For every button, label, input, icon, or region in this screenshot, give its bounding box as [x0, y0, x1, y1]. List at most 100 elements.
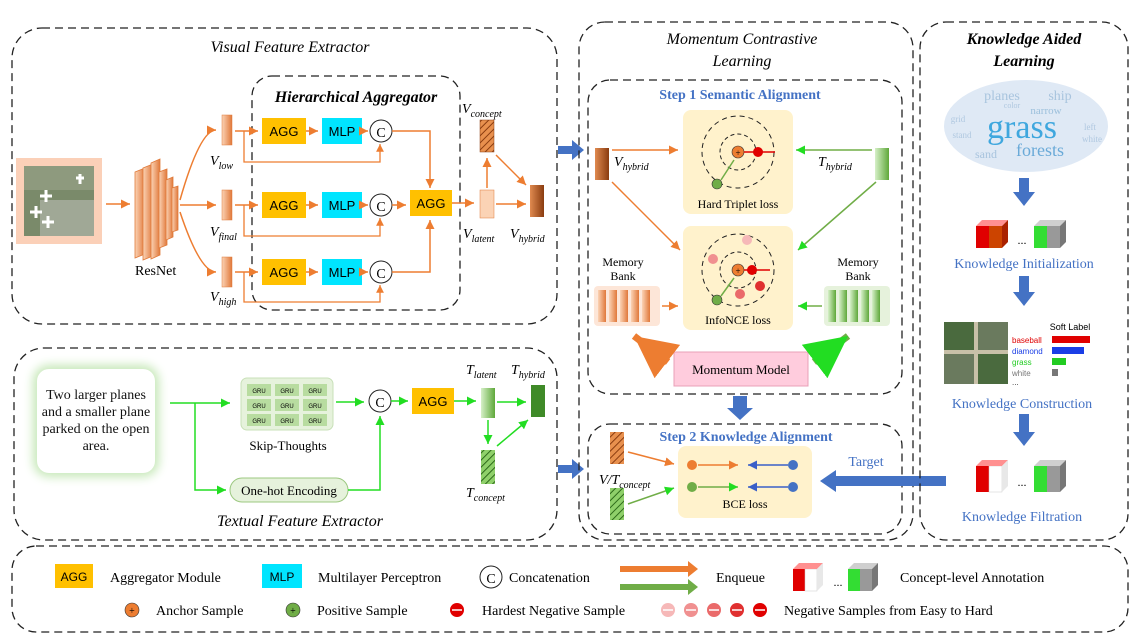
vt-concept-label: V/Tconcept: [599, 473, 651, 491]
legend-concept-annot-icon: ...: [793, 563, 878, 592]
svg-text:AGG: AGG: [270, 198, 299, 213]
svg-text:left: left: [1084, 122, 1096, 132]
svg-text:GRU: GRU: [308, 419, 321, 425]
svg-text:+: +: [290, 606, 296, 617]
soft-label-bar: [1052, 347, 1084, 354]
agg-block: [262, 259, 306, 285]
v-hybrid-label: Vhybrid: [510, 227, 546, 245]
mcl-v-hybrid-label: Vhybrid: [614, 155, 650, 173]
svg-text:...: ...: [1012, 378, 1019, 387]
svg-text:ship: ship: [1048, 89, 1071, 104]
skip-thoughts-gru-grid: GRU GRU GRU GRU GRU GRU GRU GRU GRU: [240, 377, 334, 431]
bce-label: BCE loss: [722, 497, 767, 511]
svg-text:GRU: GRU: [308, 389, 321, 395]
v-high-vector: [221, 256, 233, 288]
svg-text:grass: grass: [1012, 358, 1032, 367]
knowledge-construction-visual: Soft Label baseball diamond grass white …: [944, 322, 1090, 387]
svg-text:stand: stand: [953, 130, 972, 140]
mcl-title-1: Momentum Contrastive: [666, 31, 818, 48]
kal-title-2: Learning: [992, 53, 1054, 70]
svg-text:AGG: AGG: [419, 394, 448, 409]
svg-text:grass: grass: [987, 109, 1057, 146]
svg-text:baseball: baseball: [1012, 336, 1042, 345]
target-arrow: [820, 470, 946, 492]
bce-panel: [678, 446, 812, 518]
to-mcl-arrow-bottom: [558, 459, 584, 479]
legend: AGG Aggregator Module MLP Multilayer Per…: [11, 545, 1129, 633]
legend-enqueue: Enqueue: [716, 571, 765, 586]
svg-text:MLP: MLP: [329, 198, 356, 213]
t-hybrid-vector-mcl: [875, 148, 889, 180]
svg-text:GRU: GRU: [252, 404, 265, 410]
svg-text:One-hot Encoding: One-hot Encoding: [241, 483, 337, 498]
svg-text:+: +: [735, 148, 740, 158]
agg-row-final: AGG MLP C: [235, 131, 406, 303]
knowledge-aided-learning: Knowledge Aided Learning grass forests p…: [919, 21, 1129, 541]
t-hybrid-vector: [531, 385, 545, 417]
memory-bank-right-1: Memory: [837, 255, 878, 269]
skip-thoughts-label: Skip-Thoughts: [249, 438, 326, 453]
legend-neg-samples-icons: [661, 603, 767, 617]
textual-feature-extractor: Textual Feature Extractor GRU GRU GRU GR…: [13, 347, 558, 541]
svg-text:...: ...: [834, 575, 843, 589]
legend-agg-desc: Aggregator Module: [110, 571, 221, 586]
remote-sensing-image: [16, 158, 102, 244]
agg-block-fusion: [410, 190, 452, 216]
t-hybrid-label: Thybrid: [511, 363, 546, 381]
svg-text:sand: sand: [975, 147, 997, 161]
legend-hardest-neg: Hardest Negative Sample: [482, 604, 625, 619]
hierarchical-aggregator-title: Hierarchical Aggregator: [274, 89, 438, 106]
t-concept-vector: [481, 450, 495, 484]
v-concept-vector-mcl: [610, 432, 624, 464]
svg-text:MLP: MLP: [329, 124, 356, 139]
v-latent-label: Vlatent: [463, 227, 495, 245]
momentum-contrastive-learning: Momentum Contrastive Learning Step 1 Sem…: [578, 21, 914, 541]
hard-triplet-panel: [683, 110, 793, 214]
infonce-label: InfoNCE loss: [705, 313, 771, 327]
agg-row-high: AGG MLP C: [235, 220, 435, 285]
t-latent-vector: [481, 388, 495, 418]
svg-text:AGG: AGG: [270, 265, 299, 280]
agg-block: [262, 118, 306, 144]
v-final-vector: [221, 189, 233, 221]
legend-concept-annot: Concept-level Annotation: [900, 571, 1044, 586]
svg-text:diamond: diamond: [1012, 347, 1043, 356]
t-concept-vector-mcl: [610, 488, 624, 520]
soft-label-bar: [1052, 336, 1090, 343]
resnet-backbone: [134, 158, 179, 261]
svg-text:AGG: AGG: [61, 570, 88, 584]
mcl-title-2: Learning: [712, 53, 772, 70]
svg-text:C: C: [376, 126, 385, 141]
svg-text:C: C: [376, 267, 385, 282]
svg-text:GRU: GRU: [280, 389, 293, 395]
v-concept-vector: [479, 119, 495, 153]
v-low-label: Vlow: [210, 154, 233, 172]
svg-text:narrow: narrow: [1030, 105, 1061, 117]
svg-text:Momentum Model: Momentum Model: [692, 362, 790, 377]
svg-text:color: color: [1004, 101, 1021, 110]
mcl-t-hybrid-label: Thybrid: [818, 155, 853, 173]
legend-enqueue-green: [620, 579, 698, 595]
legend-positive-icon: [285, 602, 301, 618]
legend-concat-swatch: [479, 565, 503, 589]
word-cloud: grass forests planes ship narrow sand co…: [944, 80, 1108, 172]
svg-text:MLP: MLP: [270, 570, 295, 584]
v-concept-label: Vconcept: [462, 102, 502, 120]
svg-text:GRU: GRU: [252, 419, 265, 425]
svg-text:white: white: [1011, 369, 1031, 378]
mlp-block: [322, 118, 362, 144]
v-high-label: Vhigh: [210, 290, 236, 308]
legend-neg-easy-hard: Negative Samples from Easy to Hard: [784, 604, 993, 619]
svg-text:+: +: [129, 606, 135, 617]
svg-text:C: C: [486, 572, 495, 587]
memory-bank-right-2: Bank: [845, 269, 870, 283]
infonce-panel: [683, 226, 793, 330]
kal-title-1: Knowledge Aided: [966, 31, 1083, 48]
knowledge-filtration-vectors: ...: [976, 460, 1066, 493]
positive-sample: [711, 178, 723, 190]
legend-mlp-desc: Multilayer Perceptron: [318, 571, 441, 586]
legend-concat-desc: Concatenation: [509, 571, 590, 586]
svg-text:GRU: GRU: [308, 404, 321, 410]
agg-row-low: AGG MLP C: [235, 118, 435, 188]
